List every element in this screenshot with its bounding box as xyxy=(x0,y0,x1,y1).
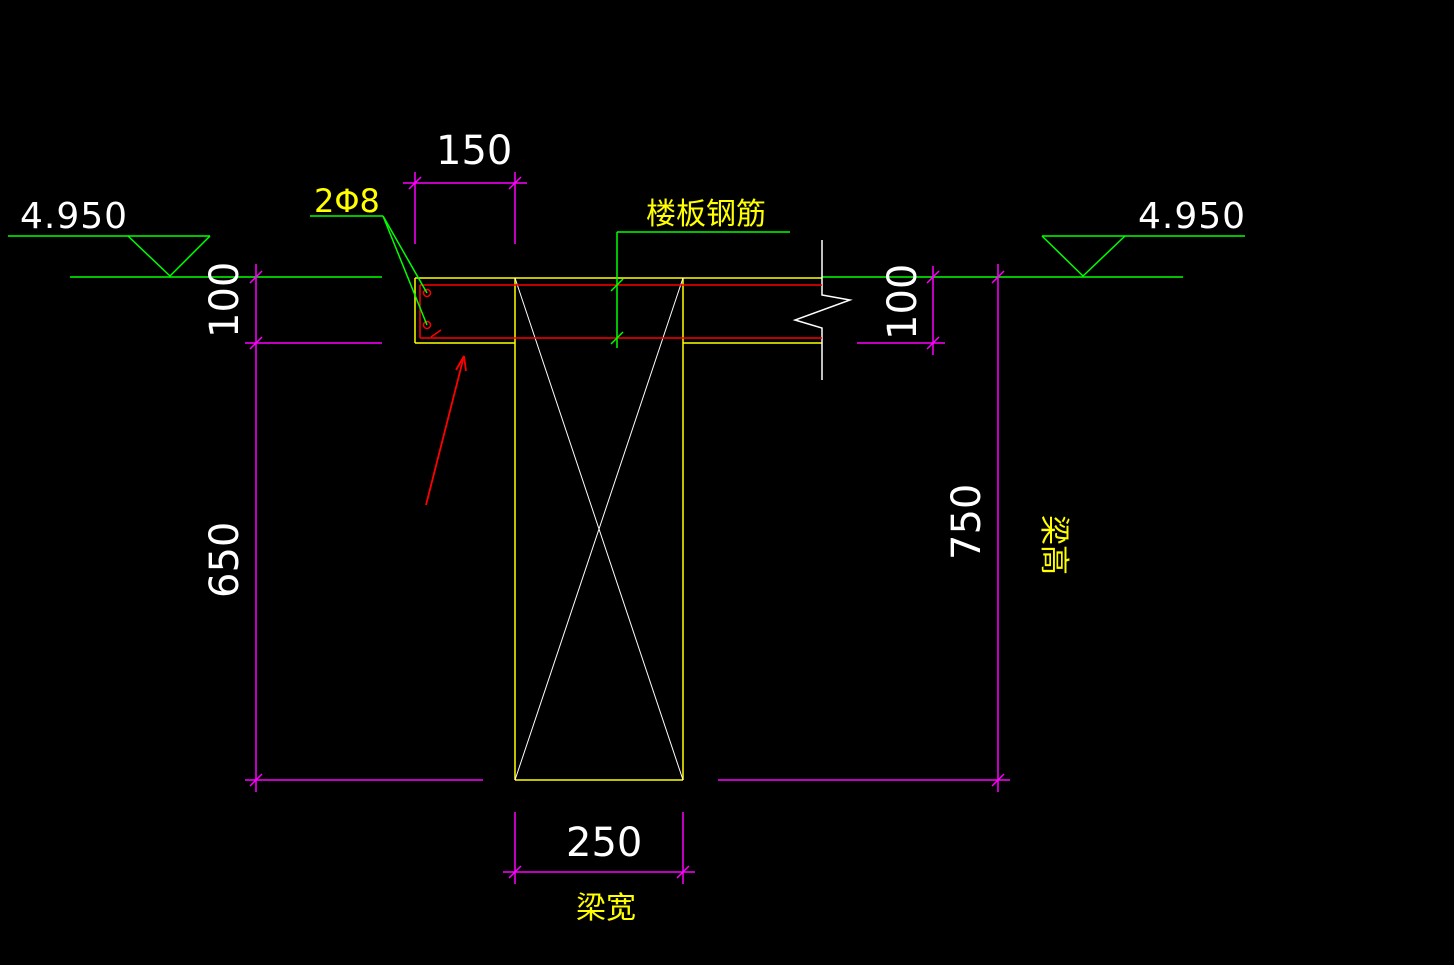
dim-right-100-tick-top xyxy=(926,270,940,284)
dim-250-tick-right xyxy=(676,865,690,879)
elevation-left-triangle xyxy=(127,235,211,278)
dim-750-tick-bottom xyxy=(991,773,1005,787)
elevation-right-label: 4.950 xyxy=(1138,196,1246,237)
break-symbol xyxy=(792,240,853,380)
dim-slab-thickness-left-text: 100 xyxy=(202,262,248,338)
dim-150-tick-left xyxy=(408,176,422,190)
dim-web-height-text: 650 xyxy=(202,522,248,598)
arrow-head-right xyxy=(463,355,467,372)
dim-250-tick-left xyxy=(508,865,522,879)
dim-left-tick-mid xyxy=(249,336,263,350)
slab-rebar-label: 楼板钢筋 xyxy=(646,197,766,232)
rebar-dot-bottom xyxy=(422,320,432,330)
break-line xyxy=(792,240,853,380)
pointer-arrow xyxy=(425,355,467,506)
dim-beam-height-text: 750 xyxy=(944,484,990,560)
dim-left-tick-bottom xyxy=(249,773,263,787)
beam-width-label: 梁宽 xyxy=(576,891,636,926)
dim-left-tick-top xyxy=(249,270,263,284)
elevation-marker-left xyxy=(8,235,382,278)
section-outline xyxy=(414,277,822,781)
beam-height-label: 梁高 xyxy=(1036,515,1071,575)
rebar-leader-2 xyxy=(382,215,428,326)
arrow-shaft xyxy=(425,355,465,506)
dim-750-tick-top xyxy=(991,270,1005,284)
leaders xyxy=(310,215,790,348)
web-diagonal-2 xyxy=(514,277,684,781)
web-cross-hatch xyxy=(514,277,684,781)
dim-150-tick-right xyxy=(508,176,522,190)
dim-flange-width-text: 150 xyxy=(436,128,512,174)
dim-slab-thickness-right-text: 100 xyxy=(880,264,926,340)
rebar-tie-mark xyxy=(430,329,442,338)
dim-right-100-tick-bottom xyxy=(926,336,940,350)
slab-rebar xyxy=(419,284,822,339)
elevation-right-triangle xyxy=(1041,235,1126,278)
elevation-left-label: 4.950 xyxy=(20,196,128,237)
elevation-marker-right xyxy=(822,235,1245,278)
rebar-callout-label: 2Φ8 xyxy=(314,182,380,220)
slab-rebar-tick-bottom xyxy=(610,331,624,345)
dim-beam-width-text: 250 xyxy=(566,820,642,866)
rebar-leader-1 xyxy=(382,215,428,294)
slab-rebar-tick-top xyxy=(610,278,624,292)
dimension-lines xyxy=(245,172,1010,884)
arrow-head-left xyxy=(455,355,465,371)
rebar-dot-top xyxy=(422,288,432,298)
